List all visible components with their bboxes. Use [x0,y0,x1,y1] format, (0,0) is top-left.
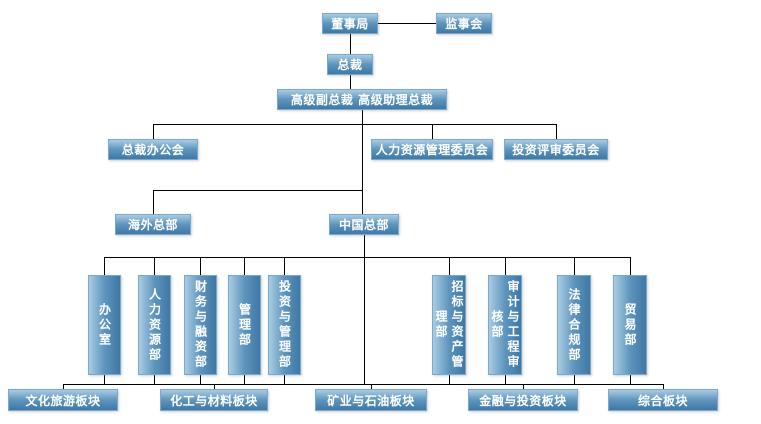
dept-audit-engineering-review: 审计与工程审核部 [488,275,522,375]
connector-line [200,375,201,385]
node-investment-review-committee: 投资评审委员会 [504,139,608,160]
connector-line [432,124,433,140]
dept-office: 办公室 [88,275,121,375]
connector-line [371,384,372,390]
connector-line [63,384,64,390]
connector-line [244,375,245,385]
connector-line [284,375,285,385]
connector-line [574,375,575,385]
connector-line [200,257,201,276]
connector-line [104,257,105,276]
connector-line [574,257,575,276]
connector-line [63,384,664,385]
dept-trade: 贸易部 [613,275,647,375]
sector-finance-investment: 金融与投资板块 [468,389,578,411]
connector-line [556,124,557,140]
dept-finance-financing: 财务与融资部 [184,275,217,375]
connector-line [630,257,631,276]
connector-line [505,257,506,276]
sector-general: 综合板块 [608,389,718,411]
dept-human-resources: 人力资源部 [138,275,171,375]
dept-management: 管理部 [228,275,261,375]
connector-line [362,110,363,215]
dept-legal-compliance: 法律合规部 [557,275,591,375]
connector-line [378,23,436,24]
connector-line [284,257,285,276]
node-china-hq: 中国总部 [329,214,399,235]
connector-line [449,375,450,385]
connector-line [505,375,506,385]
sector-chemical-materials: 化工与材料板块 [160,389,268,411]
node-hr-management-committee: 人力资源管理委员会 [371,139,493,160]
node-overseas-hq: 海外总部 [115,214,191,235]
connector-line [153,124,154,140]
connector-line [630,375,631,385]
connector-line [154,375,155,385]
connector-line [350,75,351,90]
connector-line [214,384,215,390]
node-president-office-meeting: 总裁办公会 [108,139,198,160]
connector-line [244,257,245,276]
dept-investment-management: 投资与管理部 [268,275,301,375]
connector-line [663,384,664,390]
connector-line [153,124,557,125]
sector-culture-tourism: 文化旅游板块 [8,389,118,411]
dept-bidding-asset-management: 招标与资产管理部 [432,275,466,375]
sector-mining-petroleum: 矿业与石油板块 [315,389,427,411]
connector-line [104,375,105,385]
node-president: 总裁 [327,54,373,75]
connector-line [350,34,351,54]
node-senior-vp: 高级副总裁 高级助理总裁 [277,89,447,110]
connector-line [364,235,365,385]
connector-line [449,257,450,276]
node-supervisory-board: 监事会 [436,13,492,34]
node-board-of-directors: 董事局 [322,13,378,34]
connector-line [523,384,524,390]
connector-line [154,257,155,276]
connector-line [153,190,154,215]
connector-line [104,257,631,258]
connector-line [153,190,363,191]
